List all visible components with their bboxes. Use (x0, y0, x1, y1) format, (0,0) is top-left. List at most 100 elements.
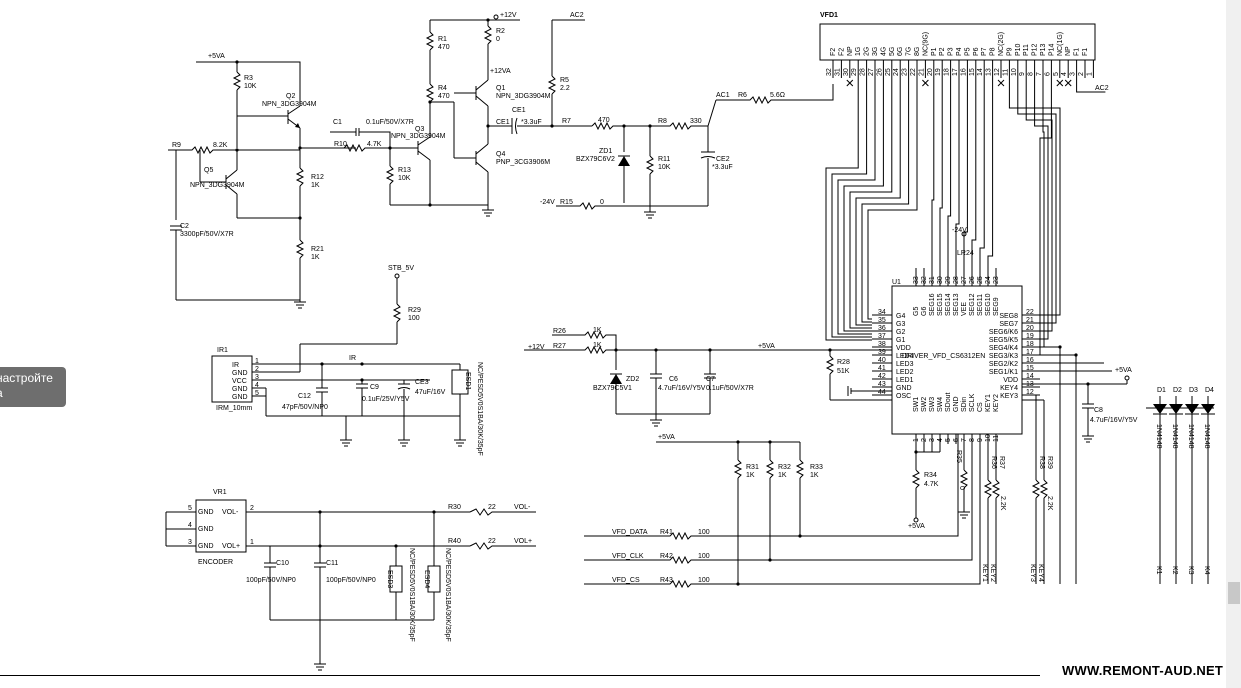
vr1-pin-label: GND (198, 526, 214, 533)
vfd-pin-number: 32 (826, 68, 833, 76)
vfd-pin-number: 23 (902, 68, 909, 76)
u1-pin-group: 33G532G631SEG1630SEG1529SEG1428SEG1327VE… (872, 231, 1040, 444)
zd2-part: BZX79C5V1 (593, 385, 632, 392)
vfd-pin-label: P1 (931, 47, 938, 56)
esd3-part: NC/PESD5V0S1BA/30K/35pF (408, 548, 415, 642)
ac2-wire (1076, 78, 1106, 93)
tooltip-popup[interactable]: настройте а (0, 367, 66, 407)
nc-mark (922, 79, 929, 87)
d3-part: 1N4148 (1187, 424, 1194, 449)
power-driver-section: +5VA R3 10K Q2 NPN_3DG3904M C1 0.1uF/50V… (168, 12, 834, 309)
vfd-pin-number: 25 (885, 68, 892, 76)
net-label-ac1: AC1 (716, 92, 730, 99)
net-label-ac2-top: AC2 (570, 12, 584, 19)
vfd-pin-label: P11 (1023, 44, 1030, 56)
ir1-part: IRM_10mm (216, 405, 252, 412)
ir1-ref: IR1 (217, 347, 228, 354)
nc-mark (1064, 79, 1072, 87)
key2-label: KEY2 (989, 564, 996, 582)
u1-right-pin: SEG5/K5 (989, 337, 1018, 344)
r3-ref: R3 (244, 75, 253, 82)
vfd-pin-number: 14 (977, 68, 984, 76)
seg-bus-wire (947, 78, 952, 268)
c10-ref: C10 (276, 560, 289, 567)
u1-top-pin: VEE (961, 302, 968, 316)
r11-value: 10K (658, 164, 671, 171)
d3-symbol (1185, 404, 1199, 414)
r38-ref: R38 (1038, 456, 1045, 469)
ce2-value: *3.3uF (712, 164, 733, 171)
vfd-pin-number: 6 (1044, 72, 1051, 76)
vfd-pin-number: 15 (969, 68, 976, 76)
r28-ref: R28 (837, 359, 850, 366)
junction-dot (1058, 345, 1062, 349)
r9-value: 8.2K (213, 142, 228, 149)
vfd-pin-label: P8 (990, 47, 997, 56)
u1-bottom-pin: CS (977, 402, 984, 412)
vfd1-connector: VFD1 32F231F230NP291G282G273G264G255G246… (819, 12, 1109, 93)
u1-left-pin: G4 (896, 313, 905, 320)
vfd-pin-group: 32F231F230NP291G282G273G264G255G246G237G… (826, 32, 1106, 93)
vfd-pin-number: 21 (918, 68, 925, 76)
u1-right-pin: VDD (1003, 377, 1018, 384)
q5-part: NPN_3DG3904M (190, 182, 245, 189)
c11-ref: C11 (326, 560, 338, 567)
u1-right-num: 19 (1026, 333, 1034, 340)
c10-value: 100pF/50V/NP0 (246, 577, 296, 584)
r13-ref: R13 (398, 167, 411, 174)
u1-right-pin: SEG8 (999, 313, 1018, 320)
u1-bottom-pin: SW4 (937, 397, 944, 412)
vertical-scrollbar[interactable] (1226, 0, 1241, 688)
vfd-pin-number: 18 (944, 68, 951, 76)
vfd-pin-label: 2G (864, 47, 871, 56)
vfd-pin-number: 27 (868, 68, 875, 76)
d2-part: 1N4148 (1171, 424, 1178, 449)
c11-value: 100pF/50V/NP0 (326, 577, 376, 584)
u1-bottom-pin: SDin (961, 397, 968, 412)
vfd-pin-label: P13 (1040, 43, 1047, 56)
seg-bus-wire (979, 78, 985, 268)
seg-bus-wire (987, 78, 994, 268)
ir-receiver-section: STB_5V R29 100 IR1 IRM_10mm IR1GND2VCC3G… (211, 265, 483, 456)
u1-left-num: 42 (878, 373, 886, 380)
r1-value: 470 (438, 44, 450, 51)
scrollbar-thumb[interactable] (1228, 582, 1240, 604)
r35-ref: R35 (955, 450, 962, 463)
seg-right-wire (1034, 78, 1049, 340)
r3-value: 10K (244, 83, 257, 90)
key1-label: KEY1 (981, 564, 988, 582)
k-net-label: K3 (1187, 566, 1194, 575)
vfd-pin-number: 8 (1028, 72, 1035, 76)
c7-value: 0.1uF/50V/X7R (706, 385, 754, 392)
vfd-pin-number: 7 (1036, 72, 1043, 76)
vfd-pin-label: P6 (973, 47, 980, 56)
nc-mark (846, 79, 854, 87)
vfd-pin-label: NC(1G) (1057, 32, 1064, 56)
q4-ref: Q4 (496, 151, 505, 158)
u1-driver-ic: U1 DRIVER_VFD_CS6312EN 33G532G631SEG1630… (872, 227, 1040, 444)
seg-right-wire (1008, 78, 1061, 316)
vr1-pin-number: 4 (188, 522, 192, 529)
u1-top-num: 33 (913, 276, 920, 284)
vr1-part: ENCODER (198, 559, 233, 566)
u1-left-num: 43 (878, 381, 886, 388)
u1-left-num: 35 (878, 317, 886, 324)
grid-bus-wire (825, 78, 872, 341)
c1-ref: C1 (333, 119, 342, 126)
c8-ref: C8 (1094, 407, 1103, 414)
r4-ref: R4 (438, 85, 447, 92)
vfd-pin-label: P9 (1006, 47, 1013, 56)
r30-value: 22 (488, 504, 496, 511)
r31-ref: R31 (746, 464, 759, 471)
u1-part: DRIVER_VFD_CS6312EN (902, 353, 985, 360)
q2-ref: Q2 (286, 93, 295, 100)
q3-part: NPN_3DG3904M (391, 133, 446, 140)
net-label-5va-r34: +5VA (908, 523, 925, 530)
u1-bottom-pin: KEY1 (985, 394, 992, 412)
vfd-pin-label: P4 (956, 47, 963, 56)
r1-ref: R1 (438, 36, 447, 43)
vfd-pin-label: NP (847, 46, 854, 56)
